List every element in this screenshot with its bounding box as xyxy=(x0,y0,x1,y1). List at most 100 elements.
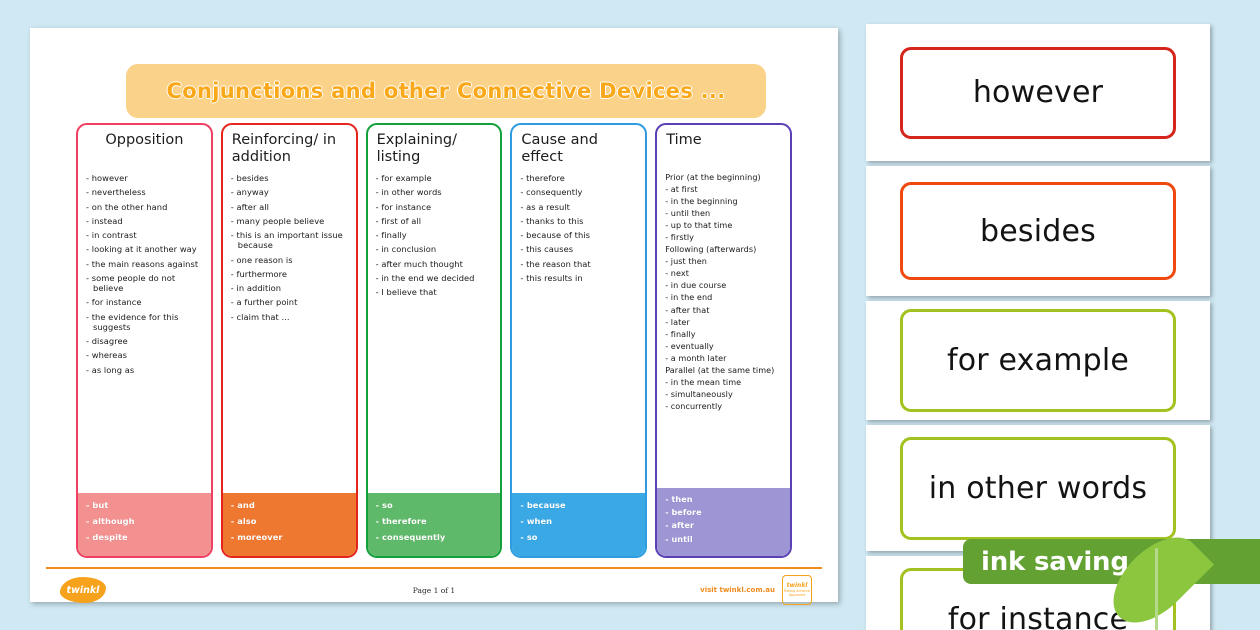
list-group-heading: Following (afterwards) xyxy=(665,244,757,255)
list-item: - whereas xyxy=(86,350,127,361)
list-item: - consequently xyxy=(520,187,583,198)
page-title: Conjunctions and other Connective Device… xyxy=(166,79,726,104)
list-item: - concurrently xyxy=(665,400,723,411)
word-card-frame: besides xyxy=(900,182,1176,280)
list-item: - thanks to this xyxy=(520,215,584,226)
footer-divider xyxy=(46,567,822,569)
list-item: - until xyxy=(665,533,693,544)
list-group-heading: Parallel (at the same time) xyxy=(665,364,775,375)
list-item: - after xyxy=(665,520,695,531)
list-item: - however xyxy=(86,173,128,183)
badge-caption-text: Rating Scheme Approved xyxy=(784,589,810,597)
list-item: - but xyxy=(86,499,109,510)
list-item: - before xyxy=(665,506,702,517)
column-opposition: Opposition - however - nevertheless - on… xyxy=(76,123,213,558)
list-item: - in the end xyxy=(665,292,713,303)
word-card-page[interactable]: in other words xyxy=(866,425,1210,551)
word-card-frame: however xyxy=(900,46,1176,139)
page-number: Page 1 of 1 xyxy=(412,585,456,595)
list-item: - although xyxy=(86,515,135,526)
column-heading-time: Time xyxy=(666,132,702,148)
worksheet-footer: twinkl Page 1 of 1 visit twinkl.com.au t… xyxy=(46,573,822,607)
list-item: - up to that time xyxy=(665,220,733,231)
twinkl-logo-icon: twinkl xyxy=(60,577,106,603)
list-item: - when xyxy=(520,515,553,526)
word-card-page[interactable]: for instance xyxy=(866,556,1210,630)
word-card-frame: in other words xyxy=(900,436,1176,540)
list-item: - the reason that xyxy=(520,258,591,269)
list-item: - firstly xyxy=(665,232,694,243)
word-card-label: for instance xyxy=(947,601,1129,630)
list-item: - so xyxy=(375,499,393,510)
list-item: - in addition xyxy=(230,283,282,294)
list-item: - nevertheless xyxy=(86,187,146,198)
list-item: - in the mean time xyxy=(665,376,742,387)
twinkl-logo-text: twinkl xyxy=(66,584,100,596)
list-item: - anyway xyxy=(230,187,269,198)
list-item: - next xyxy=(665,268,689,279)
list-item: - furthermore xyxy=(230,268,288,279)
list-item: - the evidence for this suggests xyxy=(86,311,179,332)
list-item: - a month later xyxy=(665,352,727,363)
list-item: - after all xyxy=(230,201,269,212)
list-item: - for instance xyxy=(375,201,432,212)
word-card-page[interactable]: besides xyxy=(866,166,1210,296)
list-item: - then xyxy=(665,493,693,504)
list-item: - many people believe xyxy=(230,215,325,226)
list-item: - on the other hand xyxy=(86,201,168,212)
word-card-frame: for instance xyxy=(900,567,1176,630)
footer-right-group: visit twinkl.com.au twinkl Rating Scheme… xyxy=(700,575,822,605)
list-item: - a further point xyxy=(230,297,298,308)
column-heading-cause-and-effect: Cause and effect xyxy=(521,132,598,166)
column-body-opposition: - however - nevertheless - on the other … xyxy=(78,169,211,493)
column-heading-opposition: Opposition xyxy=(105,132,184,148)
word-card-label: besides xyxy=(980,213,1096,249)
list-item: - I believe that xyxy=(375,287,437,298)
list-item: - finally xyxy=(375,230,407,241)
column-body-explaining: - for example - in other words - for ins… xyxy=(368,169,501,493)
list-item: - later xyxy=(665,316,690,327)
list-item: - some people do not believe xyxy=(86,273,176,294)
list-item: - this results in xyxy=(520,273,583,284)
list-item: - claim that ... xyxy=(230,311,290,322)
word-card-label: in other words xyxy=(928,470,1148,506)
list-item: - and xyxy=(230,499,255,510)
column-cause-and-effect: Cause and effect - therefore - consequen… xyxy=(510,123,648,558)
list-item: - despite xyxy=(86,531,128,542)
badge-brand-text: twinkl xyxy=(786,582,808,590)
list-item: - the main reasons against xyxy=(86,258,199,269)
list-item: - after that xyxy=(665,304,710,315)
list-item: - in the beginning xyxy=(665,196,738,207)
word-card-frame: for example xyxy=(900,309,1176,412)
list-item: - moreover xyxy=(230,531,283,542)
column-body-time: Prior (at the beginning) - at first - in… xyxy=(657,169,790,488)
list-item: - instead xyxy=(86,215,123,226)
twinkl-rating-badge-icon: twinkl Rating Scheme Approved xyxy=(782,575,812,605)
list-item: - this is an important issue because xyxy=(230,230,343,251)
column-explaining: Explaining/ listing - for example - in o… xyxy=(365,123,503,558)
column-footer-reinforcing: - and - also - moreover xyxy=(222,492,356,556)
column-footer-opposition: - but - although - despite xyxy=(78,492,211,556)
list-item: - finally xyxy=(665,328,696,339)
word-card-page-stack[interactable]: however besides for example in other wor… xyxy=(866,24,1226,630)
column-footer-cause-and-effect: - because - when - so xyxy=(512,492,646,556)
connective-columns: Opposition - however - nevertheless - on… xyxy=(76,123,792,558)
list-item: - eventually xyxy=(665,340,714,351)
list-item: - at first xyxy=(665,184,698,195)
list-item: - after much thought xyxy=(375,258,463,269)
list-item: - in due course xyxy=(665,280,727,291)
worksheet-preview-page[interactable]: Conjunctions and other Connective Device… xyxy=(30,28,838,605)
list-item: - as a result xyxy=(520,201,570,212)
list-item: - therefore xyxy=(375,515,427,526)
list-item: - just then xyxy=(665,256,707,267)
list-item: - for instance xyxy=(86,297,142,308)
column-time: Time Prior (at the beginning) - at first… xyxy=(655,123,792,558)
list-item: - besides xyxy=(230,173,269,183)
column-footer-time: - then - before - after - until xyxy=(657,487,790,556)
list-item: - in the end we decided xyxy=(375,273,475,284)
list-item: - for example xyxy=(375,173,432,183)
word-card-page[interactable]: for example xyxy=(866,301,1210,420)
column-heading-explaining: Explaining/ listing xyxy=(376,132,457,166)
word-card-page[interactable]: however xyxy=(866,24,1210,161)
